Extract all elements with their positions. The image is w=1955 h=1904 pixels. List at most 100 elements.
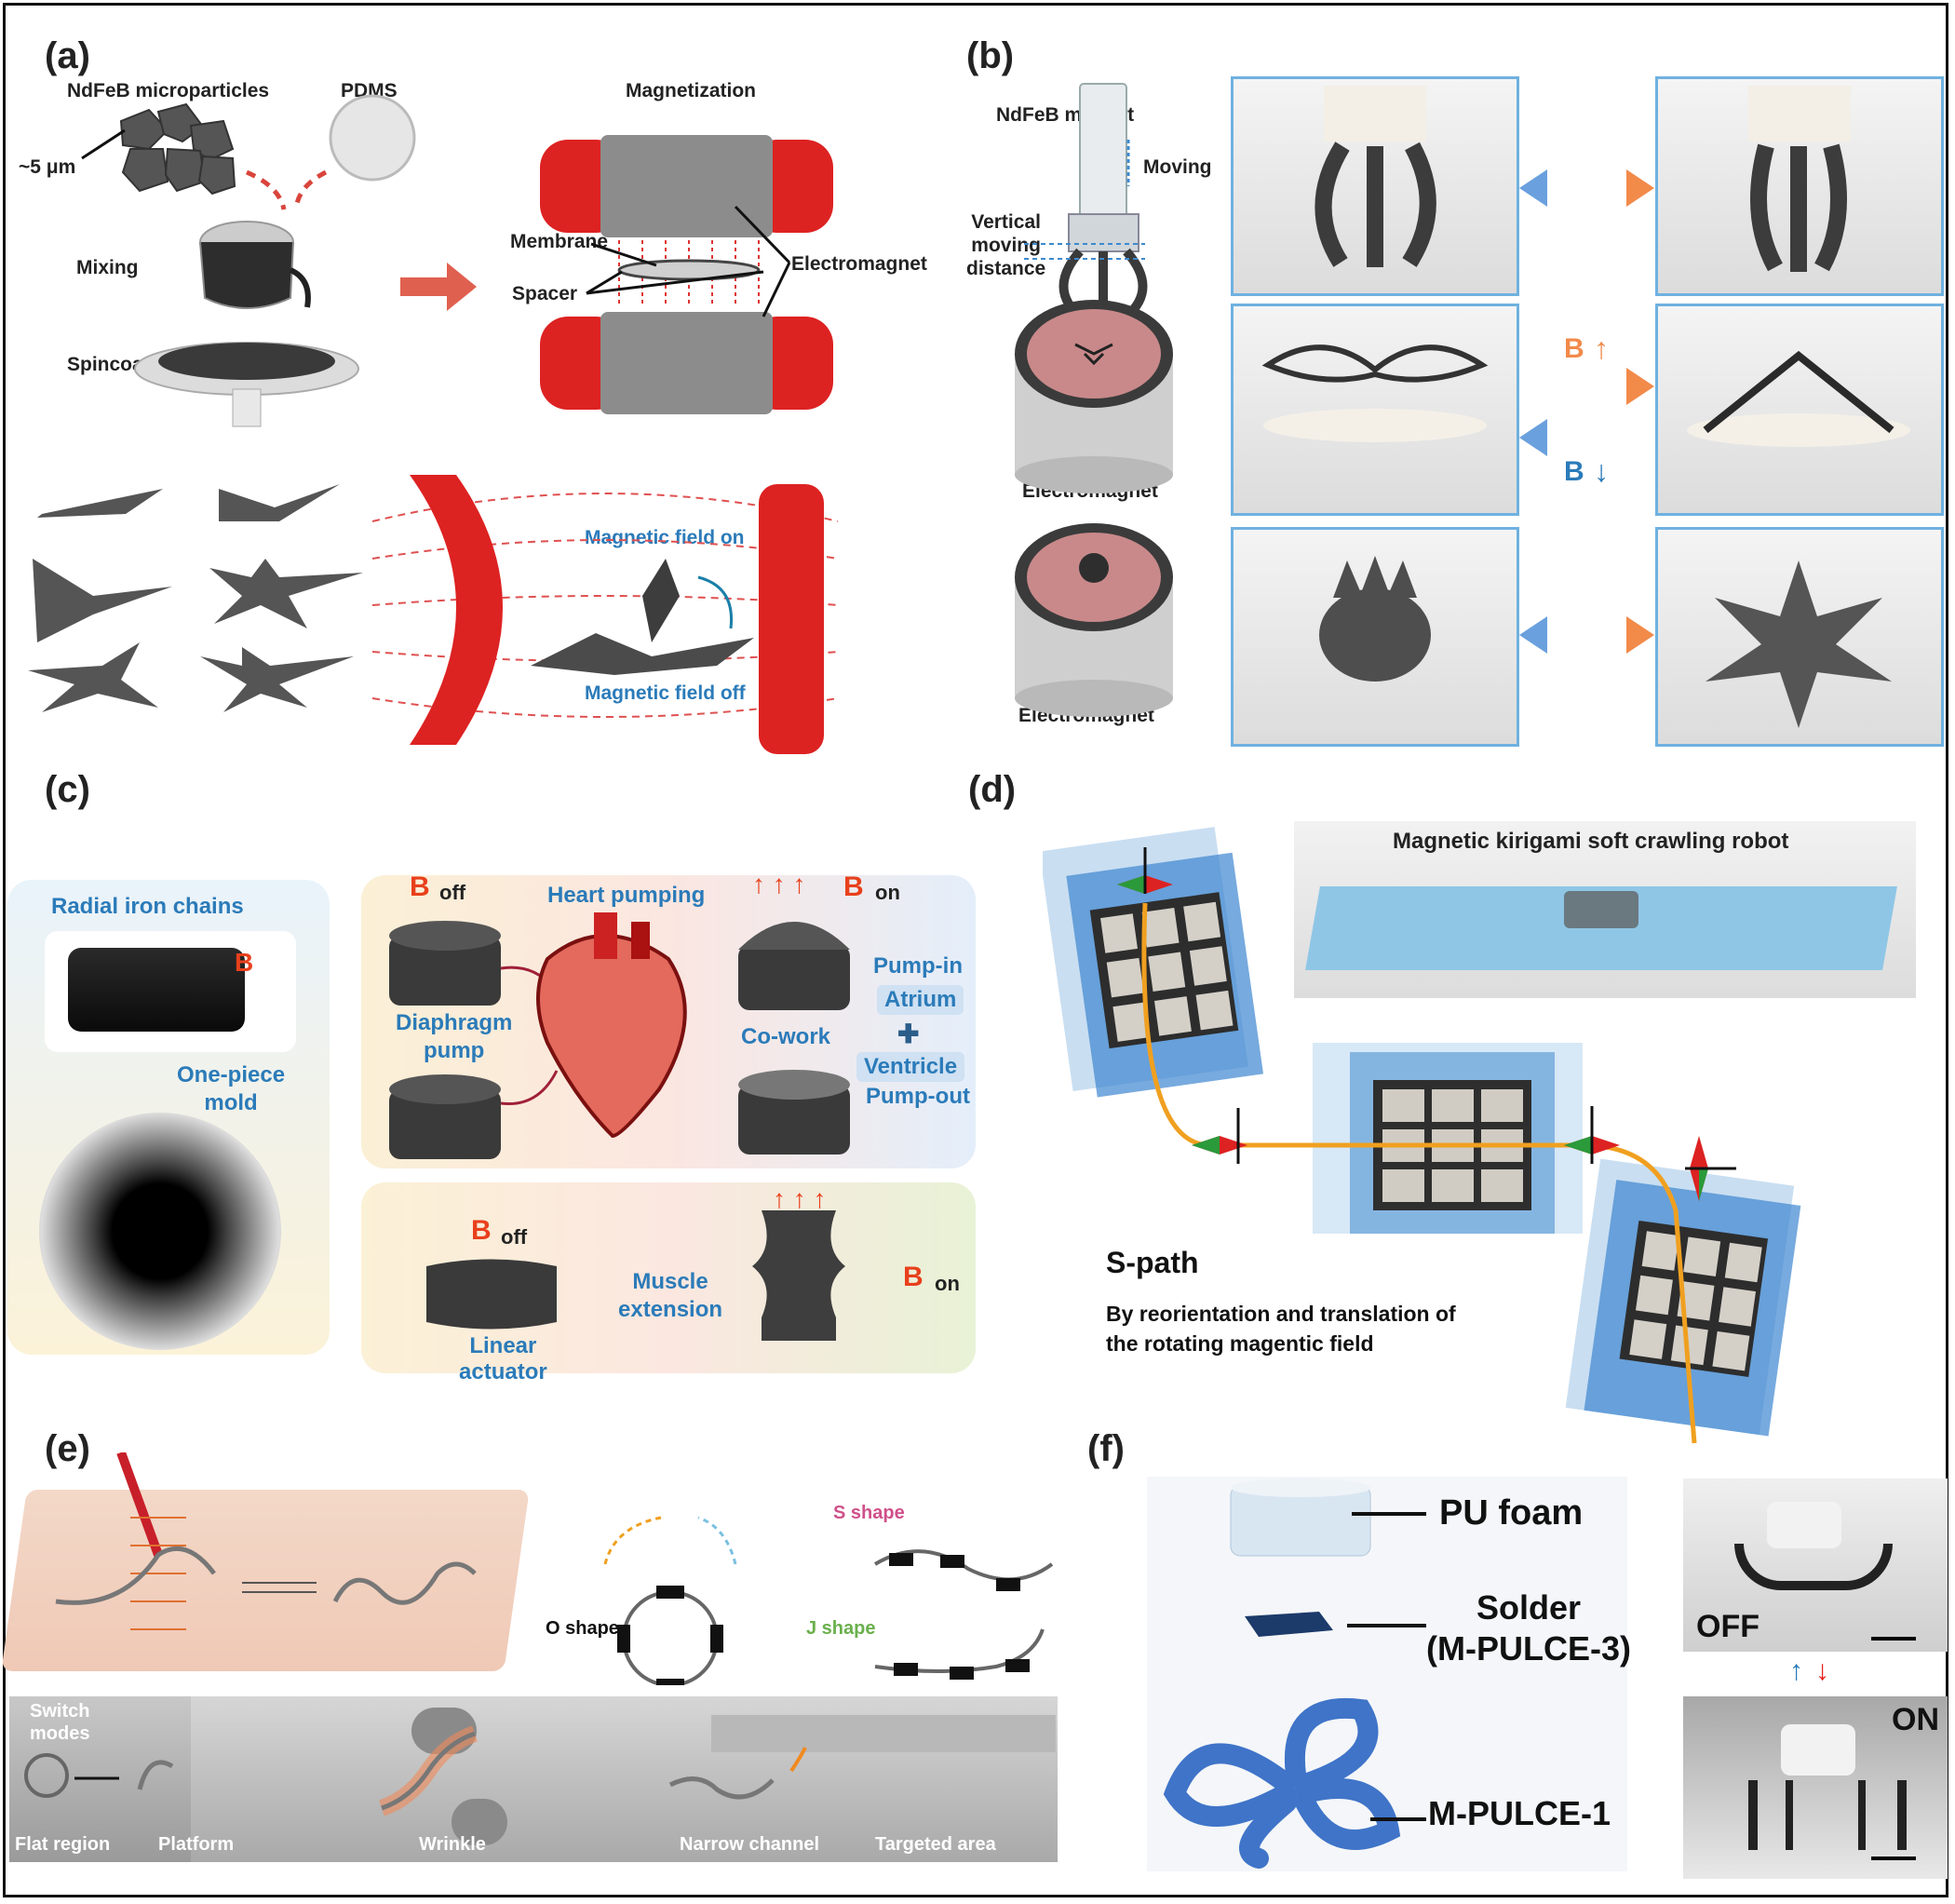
spacer-label: Spacer <box>512 283 578 304</box>
atrium-label: Atrium <box>877 985 964 1015</box>
particle-size-label: ~5 μm <box>19 156 76 178</box>
curved-coil-left-icon <box>410 475 503 745</box>
b-off-symbol-1: B <box>410 871 430 902</box>
pu-foam-icon <box>1230 1479 1371 1557</box>
field-arrows-icon: ↑ ↑ ↑ <box>752 870 806 898</box>
pdms-droplet-icon <box>329 94 416 182</box>
field-indicator-3 <box>1564 1106 1620 1164</box>
m-pulce-1-label: M-PULCE-1 <box>1428 1794 1611 1832</box>
photo-butterfly-folded <box>1655 304 1944 516</box>
robot-position-1 <box>1043 827 1264 1098</box>
up-blue-arrow-icon: ↑ <box>1789 1655 1803 1686</box>
ndfeb-magnet-icon <box>1079 83 1127 234</box>
down-red-arrow-icon: ↓ <box>1815 1655 1829 1686</box>
platform-label: Platform <box>158 1834 235 1855</box>
down-arrow-icon: ↓ <box>1594 454 1609 488</box>
o-shape-icon <box>622 1590 719 1685</box>
plus-icon: ✚ <box>897 1020 920 1048</box>
b-off-symbol-2: B <box>471 1215 492 1246</box>
robot-title-label: Magnetic kirigami soft crawling robot <box>1393 829 1789 854</box>
muscle-extension-label: Muscle extension <box>618 1269 723 1322</box>
terrain-robots <box>24 1725 807 1816</box>
linear-actuator-label: Linear actuator <box>459 1333 547 1384</box>
field-indicator-4 <box>1685 1136 1736 1201</box>
field-indicator-1 <box>1117 847 1173 894</box>
up-arrow-icon: ↑ <box>1594 331 1609 365</box>
pump-in-label: Pump-in <box>873 953 963 979</box>
ndfeb-microparticles-label: NdFeB microparticles <box>67 80 270 101</box>
scale-bar-1 <box>1871 1637 1916 1641</box>
bending-membrane-icon <box>531 633 754 675</box>
panel-c-illustration <box>389 912 850 1341</box>
targeted-area-label: Targeted area <box>875 1834 996 1855</box>
switch-modes-label: Switch modes <box>30 1701 90 1744</box>
panel-f-illustration <box>1163 1479 1426 1869</box>
panel-a-label: (a) <box>45 35 90 76</box>
heart-icon <box>536 912 687 1139</box>
electromagnet-cylinder-icon-2 <box>1015 523 1173 717</box>
linear-actuator-icon <box>426 1259 557 1330</box>
b-down-label: B <box>1564 456 1584 487</box>
electromagnet-cylinder-icon-1 <box>1015 300 1173 493</box>
photo-on-state <box>1683 1696 1948 1879</box>
particle-size-arrow <box>81 128 126 160</box>
cylinder-sample-photo <box>45 931 296 1052</box>
bidirectional-arrow-2 <box>1519 616 1654 654</box>
magnet-probe-icon <box>116 1452 163 1557</box>
muscle-extended-icon <box>752 1210 845 1341</box>
j-shape-label: J shape <box>806 1618 876 1639</box>
flat-region-label: Flat region <box>15 1834 111 1855</box>
scale-bar-2 <box>1871 1857 1916 1860</box>
narrow-channel-label: Narrow channel <box>680 1834 820 1855</box>
robot-wave-icon <box>332 1561 477 1605</box>
magnetization-label: Magnetization <box>626 80 756 101</box>
off-state-label: OFF <box>1696 1609 1760 1644</box>
panel-b-label: (b) <box>966 35 1015 76</box>
s-shape-icon <box>873 1549 1054 1582</box>
panel-c-label: (c) <box>45 769 90 810</box>
diaphragm-pump-label: Diaphragm pump <box>396 1010 513 1063</box>
ventricle-label: Ventricle <box>856 1052 965 1082</box>
pump-on-top-icon <box>738 922 850 1010</box>
on-label-1: on <box>875 881 900 904</box>
moving-label: Moving <box>1143 156 1212 178</box>
panel-d-illustration <box>1043 827 1801 1444</box>
robot-position-3 <box>1565 1158 1801 1437</box>
off-label-1: off <box>439 881 466 904</box>
field-up-arrow <box>1519 368 1654 405</box>
on-label-2: on <box>935 1272 960 1295</box>
spincoater-icon <box>134 342 359 427</box>
diaphragm-pump-bottom-icon <box>389 1074 501 1159</box>
on-state-label: ON <box>1892 1702 1939 1737</box>
panel-f-label: (f) <box>1087 1428 1125 1469</box>
robot-chain-icon <box>55 1546 216 1605</box>
process-arrow-icon <box>400 263 477 311</box>
field-indicator-2 <box>1192 1108 1247 1164</box>
o-shape-label: O shape <box>546 1618 619 1639</box>
iron-chains-micrograph <box>39 1113 281 1350</box>
panel-b-apparatus <box>1015 83 1173 717</box>
pu-foam-label: PU foam <box>1439 1493 1584 1533</box>
field-arrows-icon-2: ↑ ↑ ↑ <box>773 1184 827 1213</box>
terrain-strip <box>9 1696 1058 1862</box>
membrane-shapes <box>28 484 363 712</box>
wrinkle-label: Wrinkle <box>419 1834 486 1855</box>
beaker-icon <box>199 221 311 309</box>
field-off-label: Magnetic field off <box>585 682 746 704</box>
electromagnet-label: Electromagnet <box>791 253 927 275</box>
b-on-symbol-1: B <box>843 871 864 902</box>
heart-pumping-label: Heart pumping <box>547 883 706 908</box>
panel-a-illustration <box>28 94 839 754</box>
b-on-symbol-2: B <box>903 1262 924 1292</box>
b-up-label: B <box>1564 333 1584 364</box>
m-pulce-1-icon <box>1163 1697 1401 1869</box>
vertical-distance-label: Vertical moving distance <box>966 211 1046 279</box>
photo-off-state <box>1683 1479 1948 1652</box>
panel-d-label: (d) <box>968 769 1017 810</box>
robot-photo <box>1294 821 1916 998</box>
bidirectional-arrow-1 <box>1519 169 1654 207</box>
s-shape-label: S shape <box>833 1503 905 1523</box>
panel-e-top-illustration <box>55 1452 1054 1685</box>
s-path-description: By reorientation and translation of the … <box>1106 1302 1456 1356</box>
membrane-label: Membrane <box>510 231 609 252</box>
